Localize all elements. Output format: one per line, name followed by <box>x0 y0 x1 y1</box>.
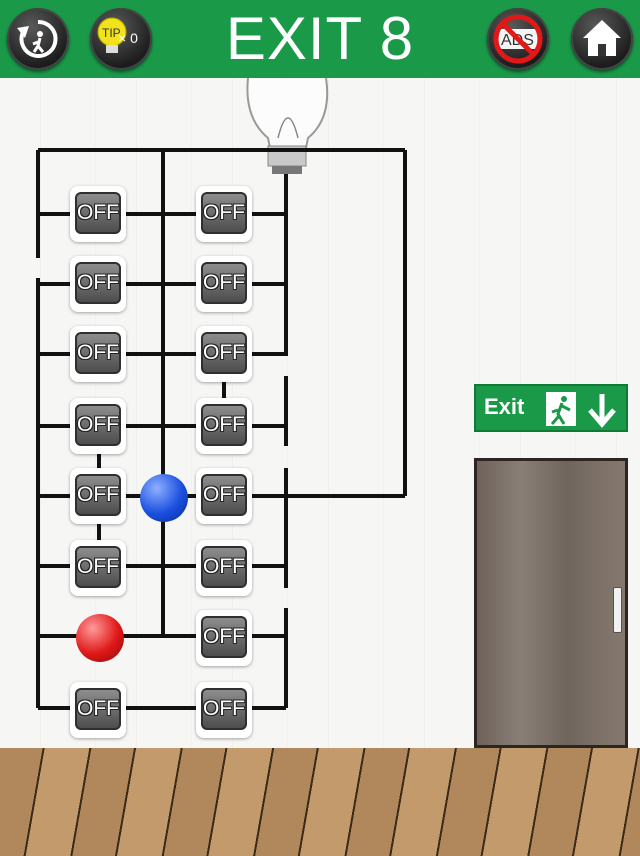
restart-icon <box>17 19 58 58</box>
switch-label: OFF <box>75 688 121 730</box>
switch-label: OFF <box>201 616 247 658</box>
switch-r1-c1[interactable]: OFF <box>70 186 126 242</box>
switch-label: OFF <box>201 332 247 374</box>
switch-label: OFF <box>75 404 121 446</box>
wooden-floor <box>0 748 640 856</box>
switch-r3-c1[interactable]: OFF <box>70 326 126 382</box>
switch-label: OFF <box>75 474 121 516</box>
blue-ball[interactable] <box>140 474 188 522</box>
switch-r4-c2[interactable]: OFF <box>196 398 252 454</box>
switch-label: OFF <box>201 546 247 588</box>
switch-r1-c2[interactable]: OFF <box>196 186 252 242</box>
running-man-arrow-icon <box>546 392 616 428</box>
home-icon <box>583 20 621 56</box>
exit-sign: Exit <box>474 384 628 432</box>
light-bulb-icon <box>246 78 329 174</box>
home-button[interactable] <box>571 8 633 70</box>
lightbulb-icon: TIP <box>97 17 127 53</box>
switch-r4-c1[interactable]: OFF <box>70 398 126 454</box>
switch-label: OFF <box>75 332 121 374</box>
switch-label: OFF <box>201 688 247 730</box>
switch-label: OFF <box>75 546 121 588</box>
switch-label: OFF <box>201 404 247 446</box>
switch-r6-c2[interactable]: OFF <box>196 540 252 596</box>
switch-r8-c1[interactable]: OFF <box>70 682 126 738</box>
door-handle[interactable] <box>613 587 622 633</box>
tip-button[interactable]: TIP <box>90 8 152 70</box>
switch-r2-c1[interactable]: OFF <box>70 256 126 312</box>
switch-label: OFF <box>201 262 247 304</box>
switch-label: OFF <box>201 192 247 234</box>
switch-label: OFF <box>201 474 247 516</box>
switch-r7-c2[interactable]: OFF <box>196 610 252 666</box>
switch-r5-c1[interactable]: OFF <box>70 468 126 524</box>
exit-sign-label: Exit <box>484 394 525 419</box>
switch-r2-c2[interactable]: OFF <box>196 256 252 312</box>
switch-r8-c2[interactable]: OFF <box>196 682 252 738</box>
switch-label: OFF <box>75 192 121 234</box>
switch-label: OFF <box>75 262 121 304</box>
exit-door[interactable] <box>474 458 628 748</box>
switch-r3-c2[interactable]: OFF <box>196 326 252 382</box>
remove-ads-button[interactable]: ADS <box>487 8 549 70</box>
top-bar: TIP × 0 EXIT 8 ADS <box>0 0 640 78</box>
red-ball[interactable] <box>76 614 124 662</box>
level-title: EXIT 8 <box>225 5 415 72</box>
tip-count: × 0 <box>118 30 138 46</box>
tip-label: TIP <box>102 26 121 40</box>
switch-r6-c1[interactable]: OFF <box>70 540 126 596</box>
switch-r5-c2[interactable]: OFF <box>196 468 252 524</box>
no-ads-icon: ADS <box>493 14 543 64</box>
restart-button[interactable] <box>7 8 69 70</box>
